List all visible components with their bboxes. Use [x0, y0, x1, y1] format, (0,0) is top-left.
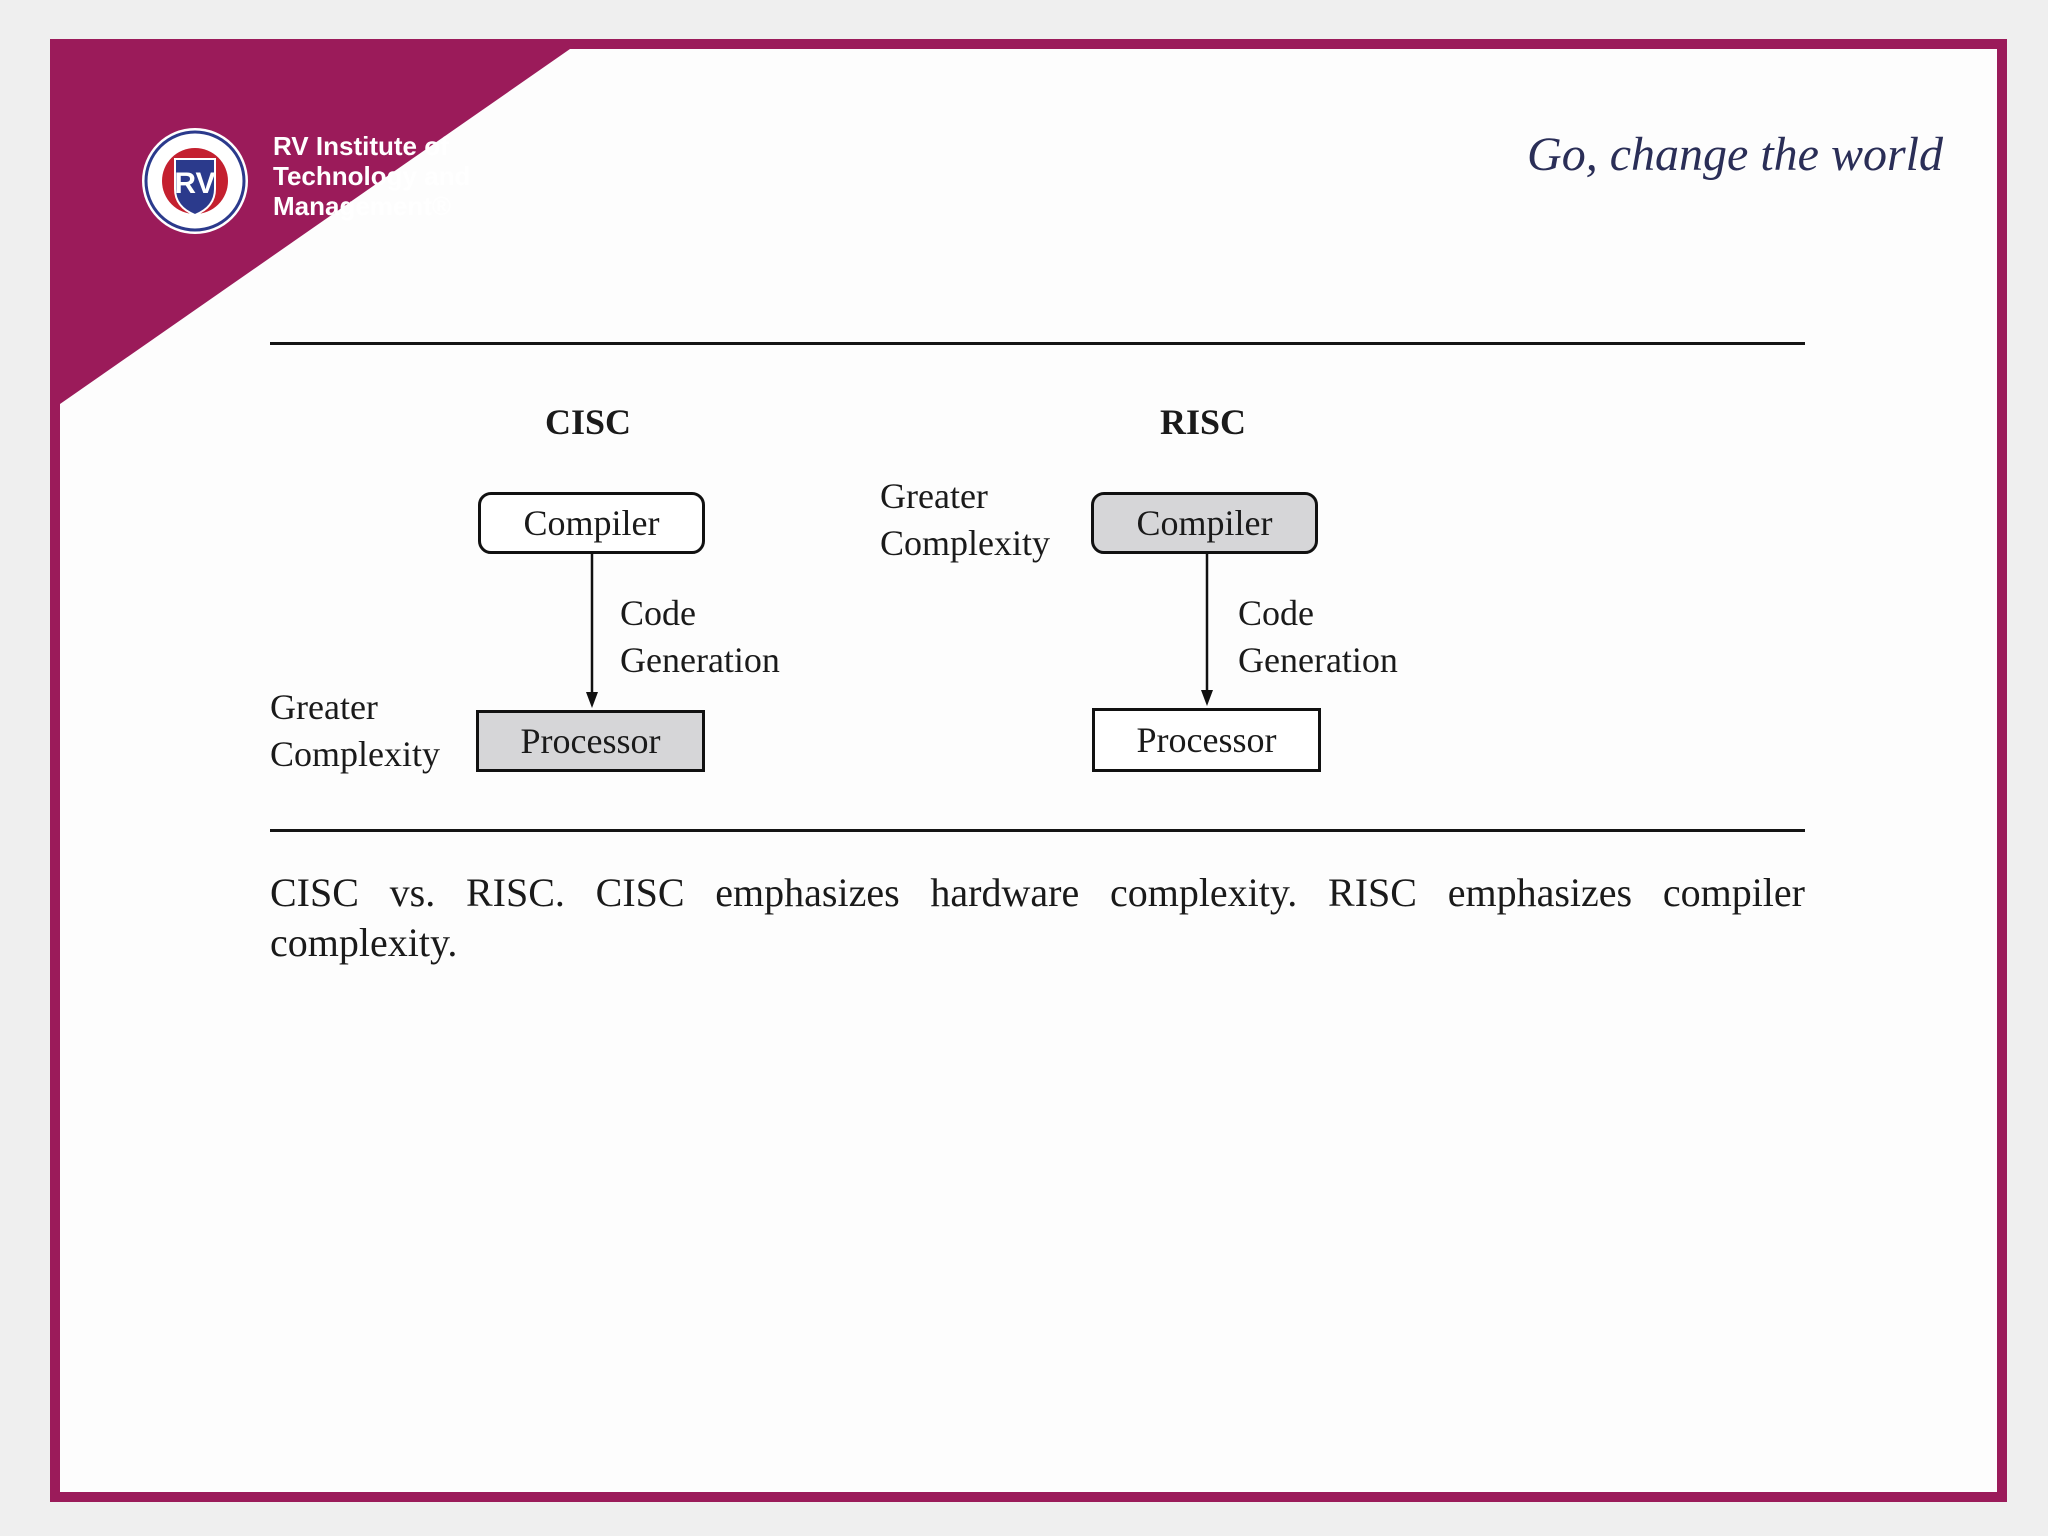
cisc-processor-box: Processor	[476, 710, 705, 772]
slide-frame: RV RV Institute of Technology and Manage…	[50, 39, 2007, 1502]
risc-code-generation-line-1: Code	[1238, 593, 1314, 633]
institution-logo: RV	[142, 128, 248, 234]
cisc-heading: CISC	[545, 402, 632, 442]
risc-code-generation-arrow	[1201, 552, 1213, 706]
cisc-compiler-box: Compiler	[478, 492, 705, 554]
top-rule	[270, 342, 1805, 345]
institution-name-line-2: Technology and	[273, 161, 471, 191]
risc-processor-box: Processor	[1092, 708, 1321, 772]
risc-processor-label: Processor	[1136, 720, 1277, 760]
logo-letters: RV	[174, 167, 215, 200]
cisc-greater-complexity-line-1: Greater	[270, 687, 378, 727]
institution-name-line-1: RV Institute of	[273, 131, 449, 161]
cisc-greater-complexity-line-2: Complexity	[270, 734, 440, 774]
cisc-code-generation-line-2: Generation	[620, 640, 780, 680]
risc-heading: RISC	[1160, 402, 1247, 442]
cisc-code-generation-line-1: Code	[620, 593, 696, 633]
cisc-code-generation-arrow	[586, 552, 598, 708]
risc-greater-complexity-line-2: Complexity	[880, 523, 1050, 563]
tagline: Go, change the world	[1527, 128, 1943, 181]
risc-compiler-box: Compiler	[1091, 492, 1318, 554]
cisc-compiler-label: Compiler	[523, 503, 660, 543]
risc-code-generation-line-2: Generation	[1238, 640, 1398, 680]
risc-compiler-label: Compiler	[1136, 503, 1273, 543]
bottom-rule	[270, 829, 1805, 832]
institution-name-line-3: Management®	[273, 191, 452, 221]
risc-greater-complexity-line-1: Greater	[880, 476, 988, 516]
cisc-processor-label: Processor	[520, 721, 661, 761]
figure-caption: CISC vs. RISC. CISC emphasizes hardware …	[270, 870, 1805, 965]
institution-name: RV Institute of Technology and Managemen…	[273, 131, 470, 221]
